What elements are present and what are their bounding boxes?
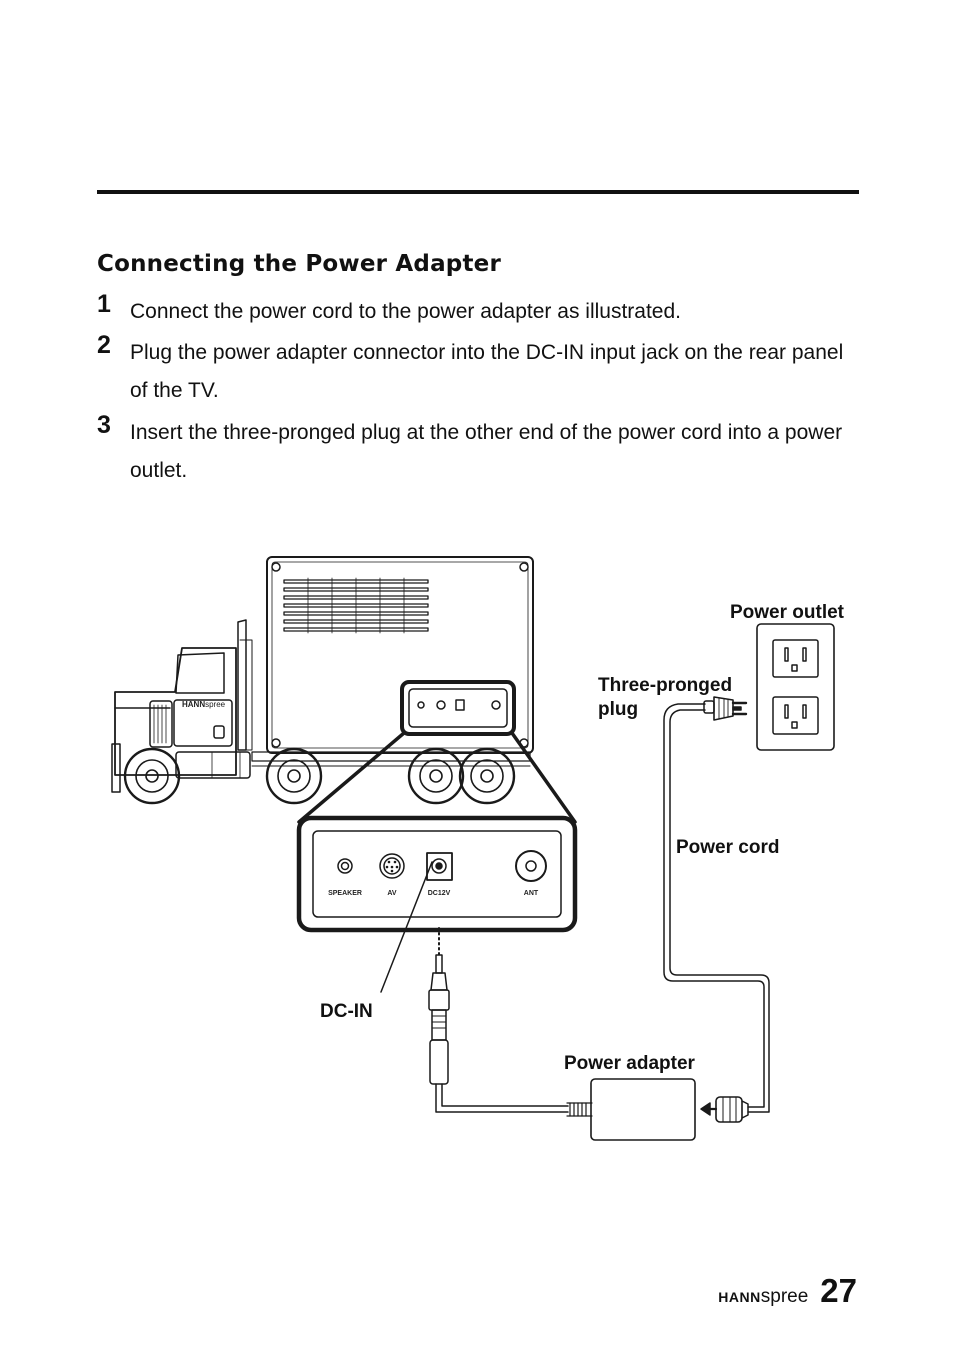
zoom-line-left [297, 731, 406, 824]
power-outlet [756, 623, 835, 751]
truck-tv-illustration [111, 556, 534, 805]
section-title: Connecting the Power Adapter [97, 251, 502, 277]
panel-label-av: AV [387, 890, 397, 897]
label-power-cord: Power cord [676, 837, 780, 858]
panel-label-ant: ANT [524, 890, 539, 897]
three-pronged-plug [703, 696, 748, 721]
page-number: 27 [820, 1272, 857, 1309]
label-power-adapter: Power adapter [564, 1053, 695, 1074]
zoom-line-right [510, 731, 577, 824]
step-number: 1 [97, 290, 111, 318]
label-power-outlet: Power outlet [730, 602, 845, 623]
power-cord [669, 709, 770, 1113]
panel-label-dc12v: DC12V [428, 890, 451, 897]
vent-grille [283, 577, 429, 634]
step-number: 3 [97, 411, 111, 439]
step-text: Plug the power adapter connector into th… [130, 341, 844, 402]
brand-logo: HANNspree [718, 1286, 809, 1307]
power-adapter [566, 1078, 718, 1141]
truck-logo: HANNspree [182, 700, 226, 709]
step-3: 3 Insert the three-pronged plug at the o… [97, 411, 862, 490]
step-number: 2 [97, 331, 111, 359]
top-rule [97, 190, 859, 194]
step-1: 1 Connect the power cord to the power ad… [97, 290, 862, 331]
step-text: Insert the three-pronged plug at the oth… [130, 421, 843, 482]
label-dc-in: DC-IN [320, 1001, 373, 1022]
label-three-pronged-plug: Three-pronged plug [598, 675, 733, 720]
rear-panel-enlarged [296, 815, 578, 933]
panel-label-speaker: SPEAKER [328, 890, 362, 897]
step-2: 2 Plug the power adapter connector into … [97, 331, 862, 410]
page-footer: HANNspree 27 [718, 1272, 857, 1310]
cord-connector [715, 1096, 749, 1123]
dc-in-pointer [380, 861, 433, 993]
step-text: Connect the power cord to the power adap… [130, 300, 681, 323]
truck-wheels [123, 747, 516, 805]
dc-connector [428, 954, 450, 1085]
